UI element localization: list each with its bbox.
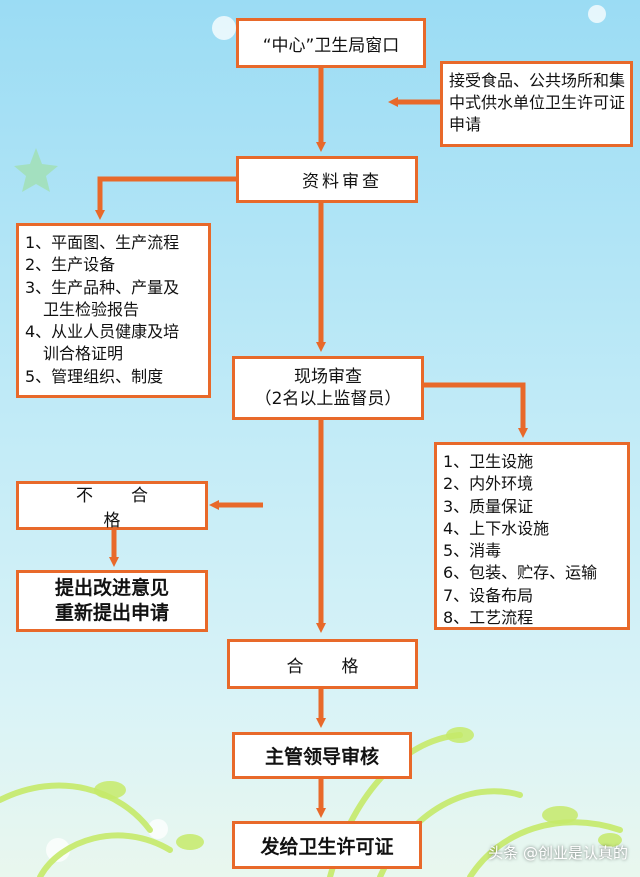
arrow-review-to-items bbox=[95, 176, 236, 220]
resubmit-box: 提出改进意见 重新提出申请 bbox=[16, 570, 208, 632]
site-item: 7、设备布局 bbox=[443, 585, 534, 605]
document-item: 卫生检验报告 bbox=[43, 299, 140, 319]
document-review-box: 资料审查 bbox=[236, 156, 418, 203]
document-items-box: 1、平面图、生产流程 2、生产设备 3、生产品种、产量及 卫生检验报告 4、从业… bbox=[16, 223, 211, 398]
fail-box: 不合格 bbox=[16, 481, 208, 531]
site-item: 1、卫生设施 bbox=[443, 452, 534, 471]
document-item: 训合格证明 bbox=[43, 344, 124, 364]
site-item: 5、消毒 bbox=[443, 541, 502, 561]
site-review-title: 现场审查 bbox=[294, 367, 362, 387]
site-item: 6、包装、贮存、运输 bbox=[443, 563, 598, 583]
document-item: 5、管理组织、制度 bbox=[25, 366, 164, 386]
arrow-site-to-items bbox=[424, 382, 528, 438]
site-review-subtitle: （2名以上监督员） bbox=[254, 389, 402, 409]
leader-review-box: 主管领导审核 bbox=[232, 732, 412, 779]
document-item: 3、生产品种、产量及 bbox=[25, 277, 180, 297]
pass-label: 合格 bbox=[286, 656, 397, 677]
document-item: 2、生产设备 bbox=[25, 255, 116, 275]
center-window-label: “中心”卫生局窗口 bbox=[262, 35, 400, 56]
site-item: 4、上下水设施 bbox=[443, 518, 550, 538]
document-item: 1、平面图、生产流程 bbox=[25, 233, 180, 252]
site-items-box: 1、卫生设施 2、内外环境 3、质量保证 4、上下水设施 5、消毒 6、包装、贮… bbox=[434, 442, 630, 630]
document-review-label: 资料审查 bbox=[302, 172, 382, 192]
resubmit-line2: 重新提出申请 bbox=[54, 602, 169, 624]
fail-label: 不合格 bbox=[76, 485, 186, 531]
application-note-text: 接受食品、公共场所和集中式供水单位卫生许可证申请 bbox=[449, 71, 626, 134]
leader-review-label: 主管领导审核 bbox=[264, 746, 379, 768]
center-window-box: “中心”卫生局窗口 bbox=[236, 18, 426, 68]
application-note-box: 接受食品、公共场所和集中式供水单位卫生许可证申请 bbox=[440, 61, 633, 147]
issue-license-label: 发给卫生许可证 bbox=[260, 835, 394, 858]
site-review-box: 现场审查 （2名以上监督员） bbox=[232, 356, 424, 420]
site-item: 2、内外环境 bbox=[443, 474, 534, 494]
watermark: 头条 @创业是认真的 bbox=[488, 844, 628, 862]
pass-box: 合格 bbox=[227, 639, 418, 689]
site-item: 8、工艺流程 bbox=[443, 608, 534, 628]
resubmit-line1: 提出改进意见 bbox=[54, 577, 169, 599]
site-item: 3、质量保证 bbox=[443, 496, 534, 516]
document-item: 4、从业人员健康及培 bbox=[25, 322, 180, 342]
issue-license-box: 发给卫生许可证 bbox=[232, 821, 422, 869]
